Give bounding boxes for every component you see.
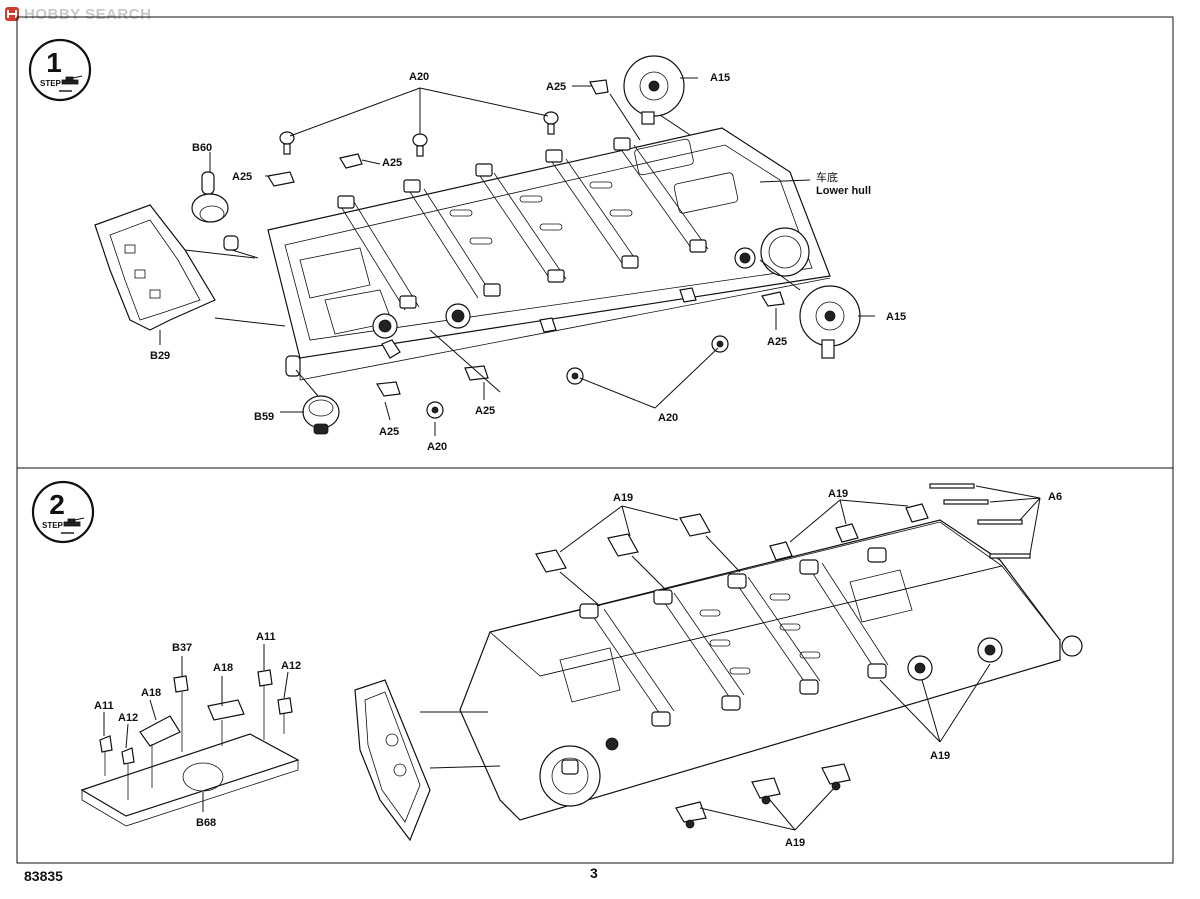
part-a6-rails <box>929 483 1031 559</box>
kit-number: 83835 <box>24 868 63 884</box>
hull-assembly-step-2 <box>459 519 1083 821</box>
step-2-badge: 2 STEP <box>31 480 95 544</box>
label-a11-left: A11 <box>94 700 114 712</box>
label-b68: B68 <box>196 817 216 829</box>
label-a25-mid: A25 <box>382 157 402 169</box>
label-a18-left: A18 <box>141 687 161 699</box>
hobby-search-logo-icon <box>5 7 19 21</box>
label-a12-top: A12 <box>281 660 301 672</box>
step-1-word: STEP <box>40 79 62 88</box>
callout-lines-step-1 <box>159 77 875 436</box>
label-a20-bot2: A20 <box>658 412 678 424</box>
label-a25-left: A25 <box>232 171 252 183</box>
tank-icon <box>61 75 83 85</box>
label-a20-bot1: A20 <box>427 441 447 453</box>
step-2-number: 2 <box>49 489 65 520</box>
torsion-bars <box>339 144 709 311</box>
label-a19-bottom: A19 <box>785 837 805 849</box>
label-hull-cn: 车底 <box>816 170 838 184</box>
step-1-number: 1 <box>46 47 62 78</box>
step-1-panel: 1 STEP <box>28 38 906 453</box>
sheet-frame <box>16 16 1174 864</box>
part-b29-front-plate <box>94 204 216 331</box>
label-hull-en: Lower hull <box>816 185 871 197</box>
step-2-panel: 2 STEP <box>31 480 1083 849</box>
part-b60 <box>191 171 239 251</box>
label-a20-top: A20 <box>409 71 429 83</box>
small-parts-step-1 <box>267 79 785 419</box>
step-2-word: STEP <box>42 521 64 530</box>
label-b59: B59 <box>254 411 274 423</box>
part-b59 <box>285 355 340 435</box>
step-2-labels: A19 A19 A6 A19 A19 B37 A11 A12 A18 A18 A… <box>94 488 1062 849</box>
part-a15-top <box>623 55 685 125</box>
step-1-labels: A20 A25 A15 B60 A25 A25 车底 Lower hull B2… <box>150 71 906 453</box>
front-plate-assembly <box>354 679 431 842</box>
label-a19-top2: A19 <box>828 488 848 500</box>
label-b60: B60 <box>192 142 212 154</box>
parts-a19-arms <box>535 503 929 823</box>
step-1-badge: 1 STEP <box>28 38 92 102</box>
page-number: 3 <box>590 865 598 881</box>
label-a19-top1: A19 <box>613 492 633 504</box>
label-a25-right: A25 <box>767 336 787 348</box>
label-b37: B37 <box>172 642 192 654</box>
part-a15-right <box>799 285 861 359</box>
label-a11-top: A11 <box>256 631 276 643</box>
label-a6: A6 <box>1048 491 1062 503</box>
callout-lines-step-2 <box>103 485 1041 831</box>
label-a15-right: A15 <box>886 311 906 323</box>
label-b29: B29 <box>150 350 170 362</box>
label-a25-bot1: A25 <box>379 426 399 438</box>
label-a25-bot2: A25 <box>475 405 495 417</box>
lower-hull-drawing <box>267 127 831 381</box>
watermark-text: HOBBY SEARCH <box>24 5 152 23</box>
torsion-bars <box>589 562 889 715</box>
label-a12-left: A12 <box>118 712 138 724</box>
final-drive-housing <box>539 745 601 807</box>
watermark: HOBBY SEARCH <box>4 3 151 25</box>
sub-assembly-b68 <box>80 669 300 827</box>
label-a18-mid: A18 <box>213 662 233 674</box>
label-a25-top: A25 <box>546 81 566 93</box>
label-a15-top: A15 <box>710 72 730 84</box>
label-a19-right: A19 <box>930 750 950 762</box>
tank-icon <box>63 517 85 527</box>
